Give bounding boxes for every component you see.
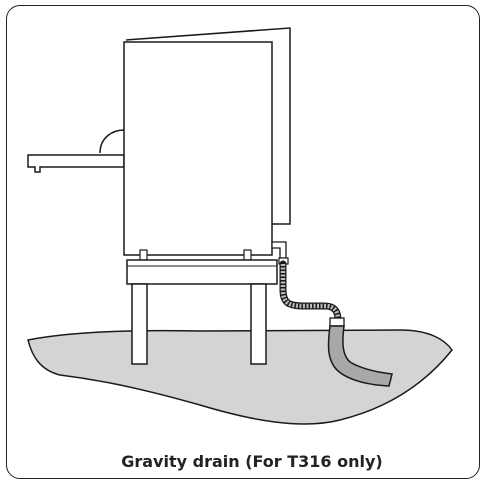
appliance-foot-left: [139, 249, 148, 261]
side-tray: [27, 154, 125, 173]
stand-tabletop: [126, 259, 278, 285]
tray-hinge: [99, 129, 125, 154]
braided-hose-fill: [280, 264, 341, 321]
stand-leg-right: [250, 283, 267, 365]
drain-elbow: [271, 241, 287, 259]
appliance-body: [123, 41, 273, 256]
drain-hose: [327, 325, 393, 387]
appliance-foot-right: [243, 249, 252, 261]
caption: Gravity drain (For T316 only): [121, 452, 383, 471]
stand-leg-left: [131, 283, 148, 365]
hose-clamp: [329, 317, 345, 327]
braided-hose-outline: [279, 260, 342, 324]
